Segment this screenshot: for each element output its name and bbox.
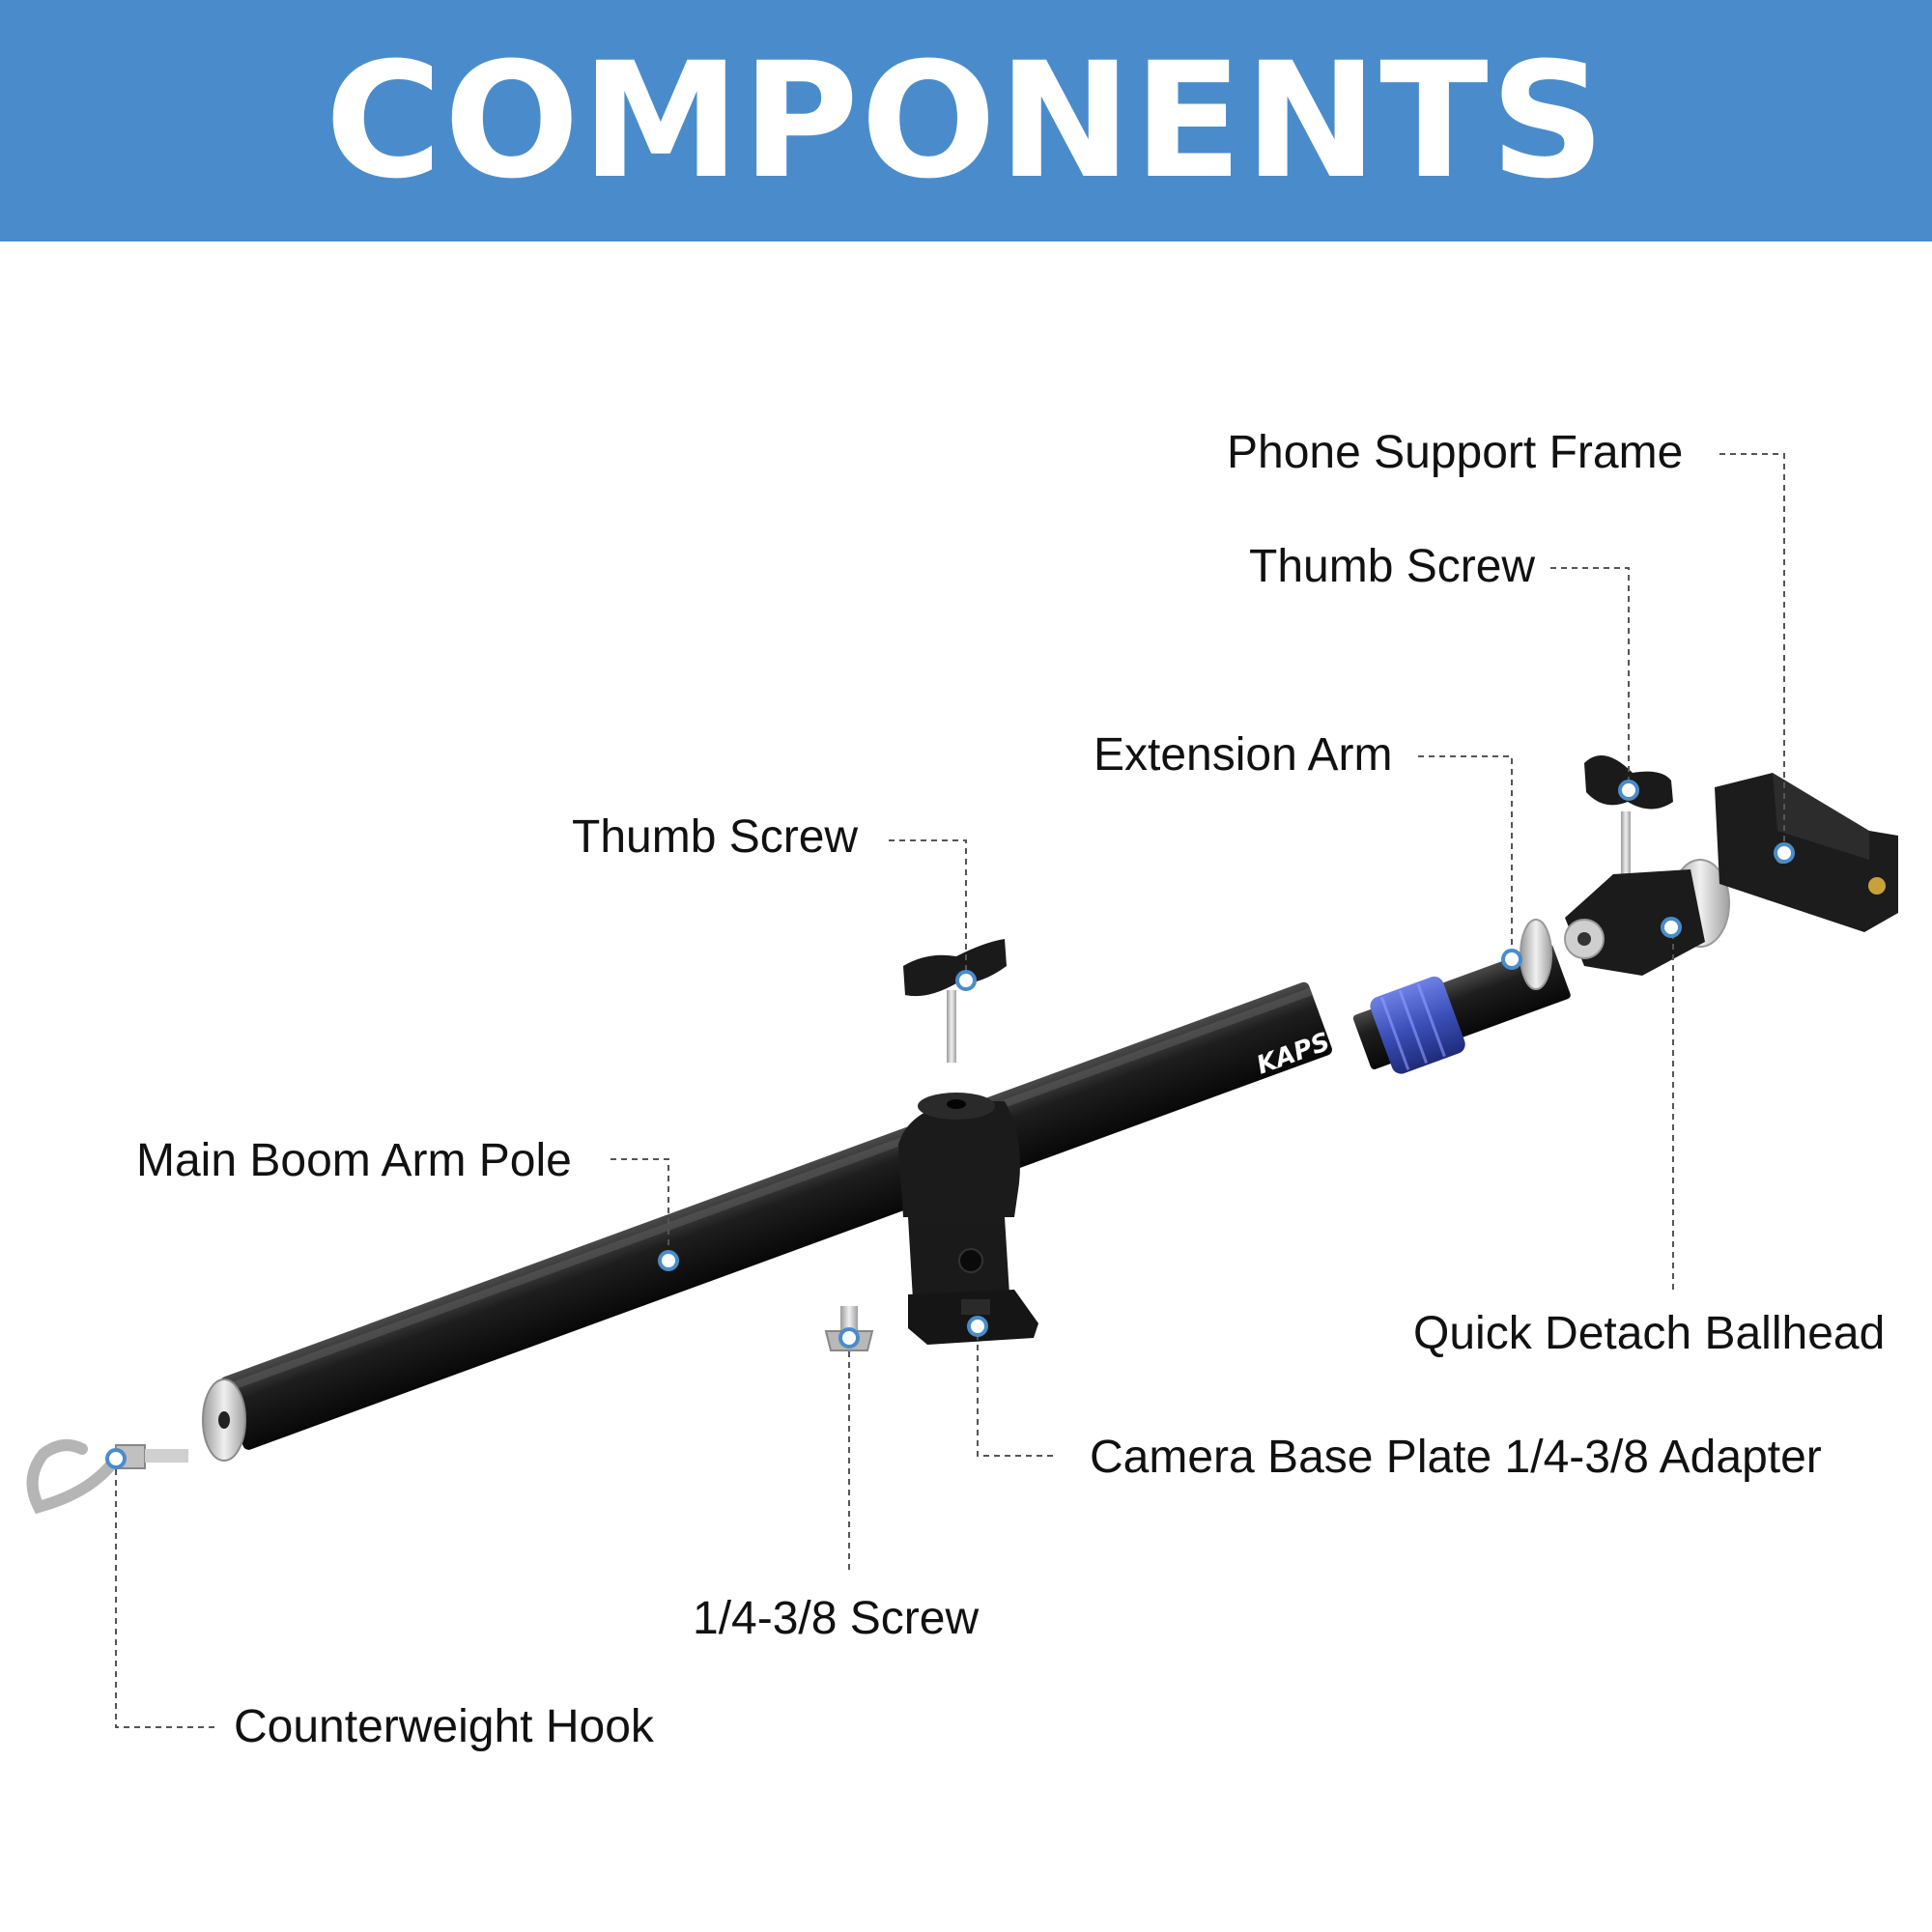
leader-lines — [115, 453, 1785, 1728]
label-phone-support-frame: Phone Support Frame — [1227, 427, 1684, 478]
label-camera-base-plate: Camera Base Plate 1/4-3/8 Adapter — [1090, 1432, 1822, 1483]
main-boom-arm-pole — [202, 981, 1332, 1462]
thumb-screw-left — [903, 939, 1007, 1063]
marker-adapter-screw — [838, 1327, 860, 1349]
page-title: COMPONENTS — [325, 28, 1607, 213]
marker-counterweight-hook — [105, 1448, 127, 1469]
marker-camera-base-plate — [967, 1316, 988, 1337]
label-adapter-screw: 1/4-3/8 Screw — [693, 1593, 980, 1644]
label-counterweight-hook: Counterweight Hook — [234, 1701, 654, 1752]
marker-main-boom-arm-pole — [658, 1250, 679, 1271]
label-main-boom-arm-pole: Main Boom Arm Pole — [136, 1135, 572, 1186]
marker-thumb-screw-left — [955, 970, 977, 991]
marker-quick-detach-ballhead — [1661, 917, 1682, 938]
callout-markers — [105, 780, 1795, 1469]
extension-arm — [1352, 919, 1571, 1074]
label-thumb-screw-left: Thumb Screw — [572, 811, 859, 863]
label-extension-arm: Extension Arm — [1094, 729, 1393, 781]
center-clamp — [898, 1093, 1020, 1299]
marker-thumb-screw-top — [1618, 780, 1639, 801]
header-banner — [0, 0, 1932, 242]
marker-phone-support-frame — [1774, 842, 1795, 864]
thumb-screw-top — [1584, 755, 1673, 874]
quick-detach-ballhead — [1564, 859, 1730, 976]
marker-extension-arm — [1501, 949, 1522, 970]
label-thumb-screw-top: Thumb Screw — [1249, 541, 1536, 592]
label-quick-detach-ballhead: Quick Detach Ballhead — [1413, 1308, 1886, 1359]
phone-support-frame — [1715, 773, 1898, 932]
